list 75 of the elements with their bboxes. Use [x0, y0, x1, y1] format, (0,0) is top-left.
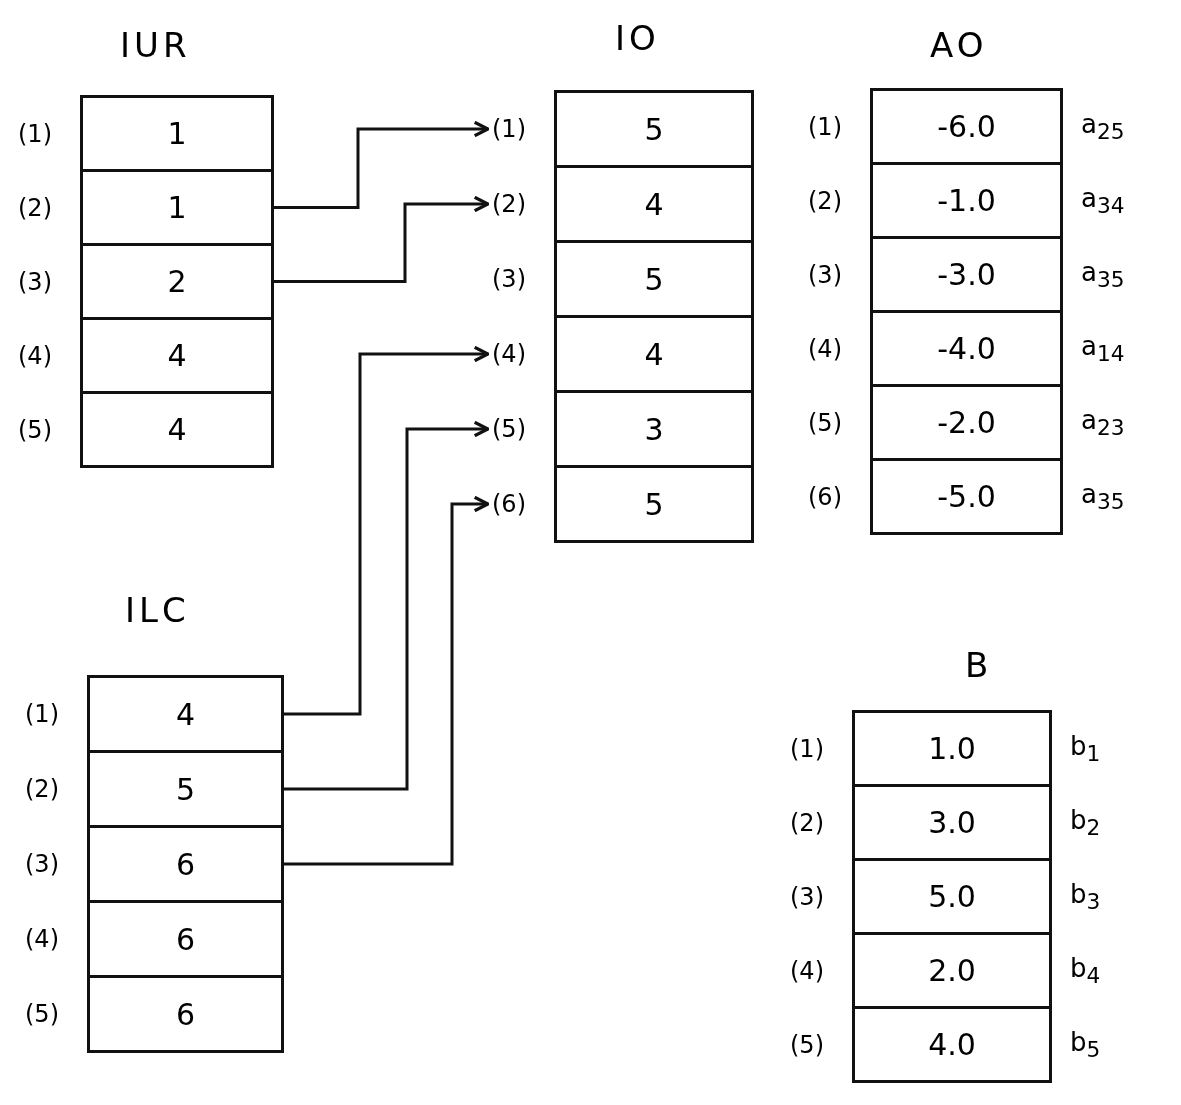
- element-label: b$_{1}$: [1070, 730, 1101, 767]
- index-label: (2): [808, 186, 842, 215]
- index-label: (5): [492, 415, 526, 443]
- index-label: (4): [18, 341, 52, 370]
- index-label: (4): [790, 956, 824, 985]
- index-label: (1): [492, 115, 526, 143]
- index-label: (1): [18, 119, 52, 148]
- index-label: (5): [790, 1030, 824, 1059]
- index-label: (3): [492, 265, 526, 293]
- array-cell: 5: [554, 90, 754, 168]
- array-title: B: [965, 645, 993, 685]
- element-label: b$_{2}$: [1070, 804, 1101, 841]
- index-label: (3): [25, 850, 59, 878]
- array-cell: 3.0: [852, 784, 1052, 861]
- index-label: (5): [808, 408, 842, 437]
- array-cell: 4.0: [852, 1006, 1052, 1083]
- array-cell: -2.0: [870, 384, 1063, 461]
- array-cell: 5: [87, 750, 284, 828]
- array-cell: 5.0: [852, 858, 1052, 935]
- index-label: (3): [18, 267, 52, 296]
- index-label: (4): [25, 925, 59, 953]
- index-label: (6): [492, 490, 526, 518]
- array-cell: 5: [554, 240, 754, 318]
- element-label: a$_{35}$: [1081, 478, 1125, 515]
- element-label: a$_{25}$: [1081, 108, 1125, 145]
- index-label: (4): [808, 334, 842, 363]
- element-label: a$_{35}$: [1081, 256, 1125, 293]
- array-cell: -4.0: [870, 310, 1063, 387]
- element-label: a$_{34}$: [1081, 182, 1125, 219]
- array-cell: 2: [80, 243, 274, 320]
- element-label: a$_{14}$: [1081, 330, 1125, 367]
- array-cell: 3: [554, 390, 754, 468]
- index-label: (3): [790, 882, 824, 911]
- array-cell: 4: [80, 317, 274, 394]
- array-cell: 6: [87, 975, 284, 1053]
- element-label: a$_{23}$: [1081, 404, 1125, 441]
- index-label: (2): [25, 775, 59, 803]
- arrow: [284, 345, 490, 716]
- element-label: b$_{5}$: [1070, 1026, 1101, 1063]
- array-cell: 2.0: [852, 932, 1052, 1009]
- index-label: (2): [492, 190, 526, 218]
- array-cell: 1: [80, 169, 274, 246]
- array-cell: 5: [554, 465, 754, 543]
- arrow: [284, 420, 490, 791]
- element-label: b$_{3}$: [1070, 878, 1101, 915]
- array-title: ILC: [125, 590, 190, 630]
- index-label: (4): [492, 340, 526, 368]
- index-label: (1): [25, 700, 59, 728]
- index-label: (2): [790, 808, 824, 837]
- array-cell: 6: [87, 900, 284, 978]
- array-cell: 1: [80, 95, 274, 172]
- array-cell: -1.0: [870, 162, 1063, 239]
- index-label: (5): [25, 1000, 59, 1028]
- array-title: IUR: [120, 25, 191, 65]
- array-cell: 4: [554, 165, 754, 243]
- array-cell: -5.0: [870, 458, 1063, 535]
- index-label: (1): [808, 112, 842, 141]
- array-cell: 1.0: [852, 710, 1052, 787]
- arrow: [274, 195, 490, 283]
- index-label: (5): [18, 415, 52, 444]
- array-cell: 4: [554, 315, 754, 393]
- array-cell: 4: [87, 675, 284, 753]
- array-title: AO: [930, 25, 988, 65]
- array-cell: -6.0: [870, 88, 1063, 165]
- array-cell: -3.0: [870, 236, 1063, 313]
- array-cell: 6: [87, 825, 284, 903]
- element-label: b$_{4}$: [1070, 952, 1101, 989]
- arrow: [284, 495, 490, 866]
- array-title: IO: [615, 18, 660, 58]
- index-label: (1): [790, 734, 824, 763]
- index-label: (6): [808, 482, 842, 511]
- index-label: (2): [18, 193, 52, 222]
- arrow: [274, 120, 490, 209]
- index-label: (3): [808, 260, 842, 289]
- array-cell: 4: [80, 391, 274, 468]
